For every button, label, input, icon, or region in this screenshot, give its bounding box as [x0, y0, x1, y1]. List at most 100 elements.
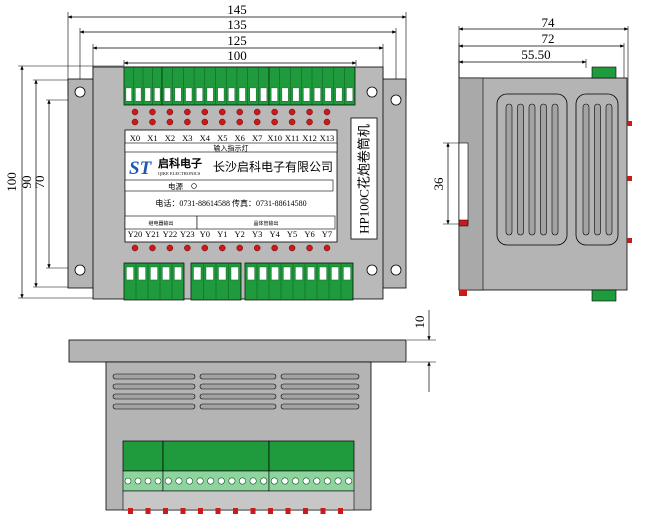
terminal-screw-icon	[154, 477, 162, 485]
bottom-terminal-blocks	[123, 262, 354, 301]
terminal-screw-icon	[302, 477, 310, 485]
vent-slot	[505, 103, 513, 236]
side-led	[459, 290, 467, 296]
vent-slot	[540, 103, 547, 236]
output-led-row	[131, 244, 331, 252]
mount-hole-icon	[390, 94, 402, 106]
input-caption: 输入指示灯	[214, 144, 249, 153]
vent-slot	[199, 373, 277, 380]
terminal-screw-icon	[295, 266, 303, 281]
side-view	[458, 66, 632, 302]
terminal-screw-icon	[164, 477, 172, 485]
terminal-screw-icon	[144, 87, 151, 102]
vent-slot	[280, 373, 360, 380]
terminal-screw-icon	[343, 266, 351, 281]
terminal-screw-icon	[207, 477, 215, 485]
terminal-screw-icon	[138, 266, 146, 281]
led-icon	[145, 508, 151, 514]
bottom-dimensions: 10	[407, 310, 436, 392]
vent-slot	[112, 373, 196, 380]
terminal-screw-icon	[313, 87, 321, 102]
io-label: Y6	[304, 229, 314, 239]
terminal-screw-icon	[260, 477, 268, 485]
terminal-screw-icon	[345, 477, 353, 485]
terminal-screw-icon	[319, 266, 327, 281]
led-icon	[131, 244, 139, 252]
led-icon	[306, 118, 313, 126]
led-icon	[201, 118, 209, 126]
terminal-screw-icon	[217, 477, 225, 485]
terminal-screw-icon	[259, 266, 267, 281]
led-icon	[201, 108, 209, 116]
terminal-screw-icon	[186, 477, 193, 485]
io-label: X1	[147, 133, 157, 143]
transistor-caption-box	[196, 215, 336, 230]
io-label: Y0	[200, 229, 210, 239]
io-label: X13	[320, 133, 335, 143]
terminal-screw-icon	[154, 87, 161, 102]
side-led	[627, 121, 632, 126]
led-icon	[131, 118, 139, 126]
led-icon	[219, 118, 226, 126]
io-label: Y2	[235, 229, 245, 239]
terminal-screw-icon	[163, 87, 171, 102]
io-label: X3	[182, 133, 192, 143]
terminal-screw-icon	[162, 266, 170, 281]
side-led	[627, 176, 632, 181]
power-box	[124, 179, 334, 192]
vent-slot	[280, 403, 360, 410]
terminal-screw-icon	[206, 87, 214, 102]
terminal-screw-icon	[228, 87, 235, 102]
io-label: X2	[165, 133, 175, 143]
terminal-screw-icon	[335, 87, 343, 102]
led-icon	[128, 508, 133, 514]
dim-width-145: 145	[227, 2, 247, 17]
terminal-screw-icon	[196, 477, 204, 485]
terminal-screw-icon	[271, 266, 279, 281]
terminal-screw-icon	[281, 87, 289, 102]
terminal-screw-icon	[331, 266, 339, 281]
logo-en: QIKE ELECTRONICS	[158, 171, 201, 176]
top-dimensions: 145 135 125 100	[67, 2, 407, 95]
dim-depth-5550: 55.50	[521, 47, 550, 62]
terminal-screw-icon	[217, 87, 225, 102]
terminal-screw-icon	[260, 87, 268, 102]
led-icon	[163, 508, 168, 514]
led-icon	[184, 118, 191, 126]
terminal-screw-icon	[174, 87, 182, 102]
rail-clip	[458, 219, 469, 227]
terminal-screw-icon	[193, 266, 202, 281]
terminal-screw-icon	[125, 87, 132, 102]
terminal-screw-icon	[270, 87, 278, 102]
terminal-screw-icon	[144, 477, 152, 485]
terminal-screw-icon	[238, 87, 246, 102]
logo-mark: ST	[129, 158, 153, 179]
terminal-block	[122, 440, 164, 472]
led-icon	[149, 118, 156, 126]
led-icon	[253, 244, 261, 252]
top-terminal-blocks	[123, 66, 356, 106]
led-icon	[215, 508, 221, 514]
led-icon	[166, 108, 174, 116]
terminal-screw-icon	[134, 477, 142, 485]
input-led-row	[131, 108, 331, 126]
terminal-screw-icon	[150, 266, 158, 281]
io-label: Y1	[217, 229, 227, 239]
model-label-box	[350, 117, 378, 240]
bottom-vent-slots	[112, 373, 360, 410]
terminal-screw-icon	[228, 477, 236, 485]
input-caption-box	[124, 142, 338, 153]
io-label: Y22	[163, 229, 178, 239]
mount-hole-icon	[74, 264, 86, 276]
led-icon	[320, 508, 326, 514]
terminal-screw-icon	[205, 266, 214, 281]
vent-slot	[594, 103, 601, 236]
dim-height-90: 90	[19, 176, 34, 189]
dim-height-70: 70	[32, 176, 47, 189]
io-label: Y5	[287, 229, 297, 239]
company-name: 长沙启科电子有限公司	[213, 160, 333, 174]
mount-hole-icon	[366, 86, 378, 98]
led-icon	[219, 108, 226, 116]
io-label: X0	[130, 133, 140, 143]
